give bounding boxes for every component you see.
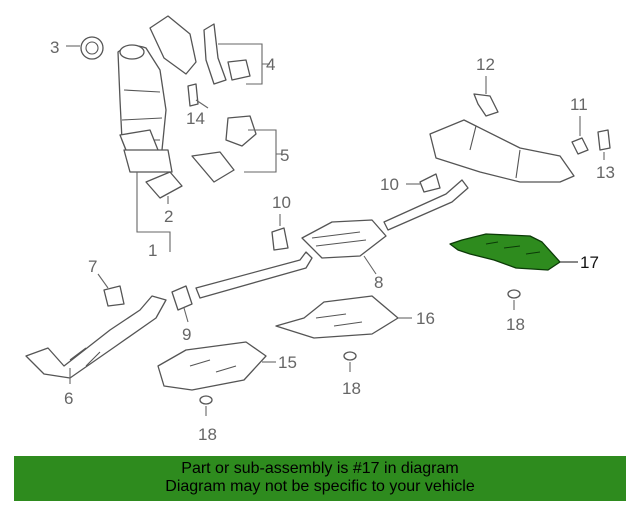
part-4-bracket[interactable]	[149, 15, 251, 85]
part-16-heat-shield[interactable]	[275, 295, 399, 339]
part-17-heat-shield[interactable]	[449, 233, 561, 271]
banner-line-2: Diagram may not be specific to your vehi…	[165, 478, 475, 495]
part-5-bracket[interactable]	[191, 115, 257, 183]
part-10-hanger[interactable]	[271, 227, 289, 251]
part-18-nut-b[interactable]	[343, 351, 357, 361]
leader-1	[136, 172, 171, 252]
part-18-nut-c[interactable]	[199, 395, 213, 405]
callout-11: 11	[570, 95, 588, 114]
part-14-bolt[interactable]	[187, 83, 199, 107]
callout-10: 10	[272, 193, 291, 212]
leader-14	[195, 99, 209, 109]
leader-9	[183, 307, 189, 323]
callout-12: 12	[476, 55, 495, 74]
callout-6: 6	[64, 389, 73, 408]
part-1-catalytic-converter[interactable]	[117, 44, 173, 173]
callout-8: 8	[374, 273, 383, 292]
part-6-front-pipe[interactable]	[25, 295, 167, 379]
leader-8	[363, 255, 377, 275]
callout-17: 17	[580, 253, 599, 272]
part-18-nut-a[interactable]	[507, 289, 521, 299]
banner-line-1: Part or sub-assembly is #17 in diagram	[181, 460, 459, 477]
callout-10b: 10	[380, 175, 399, 194]
part-8-intermediate-pipe[interactable]	[195, 179, 469, 299]
callout-5: 5	[280, 146, 289, 165]
leader-7	[97, 273, 109, 289]
part-2-gasket[interactable]	[145, 171, 183, 199]
exhaust-parts-diagram: 1 2 3 4 5 14 6 7 9	[25, 15, 615, 444]
callout-4: 4	[266, 55, 275, 74]
callout-1: 1	[148, 241, 157, 260]
callout-9: 9	[182, 325, 191, 344]
part-muffler[interactable]	[419, 119, 575, 193]
part-9-gasket[interactable]	[171, 285, 193, 311]
callout-7: 7	[88, 257, 97, 276]
part-11-hanger[interactable]	[571, 137, 589, 155]
callout-16: 16	[416, 309, 435, 328]
callout-15: 15	[278, 353, 297, 372]
callout-2: 2	[164, 207, 173, 226]
callout-18a: 18	[506, 315, 525, 334]
callout-18b: 18	[342, 379, 361, 398]
part-15-heat-shield[interactable]	[157, 341, 267, 391]
part-7-hanger[interactable]	[103, 285, 125, 307]
callout-3: 3	[50, 38, 59, 57]
part-13-bolt[interactable]	[597, 129, 611, 151]
callout-13: 13	[596, 163, 615, 182]
highlight-banner: Part or sub-assembly is #17 in diagram D…	[14, 456, 626, 501]
leader-5	[244, 129, 282, 173]
part-12-bracket[interactable]	[473, 93, 499, 117]
callout-18c: 18	[198, 425, 217, 444]
leader-4	[218, 43, 270, 85]
callout-14: 14	[186, 109, 205, 128]
part-3-clamp[interactable]	[80, 36, 104, 60]
